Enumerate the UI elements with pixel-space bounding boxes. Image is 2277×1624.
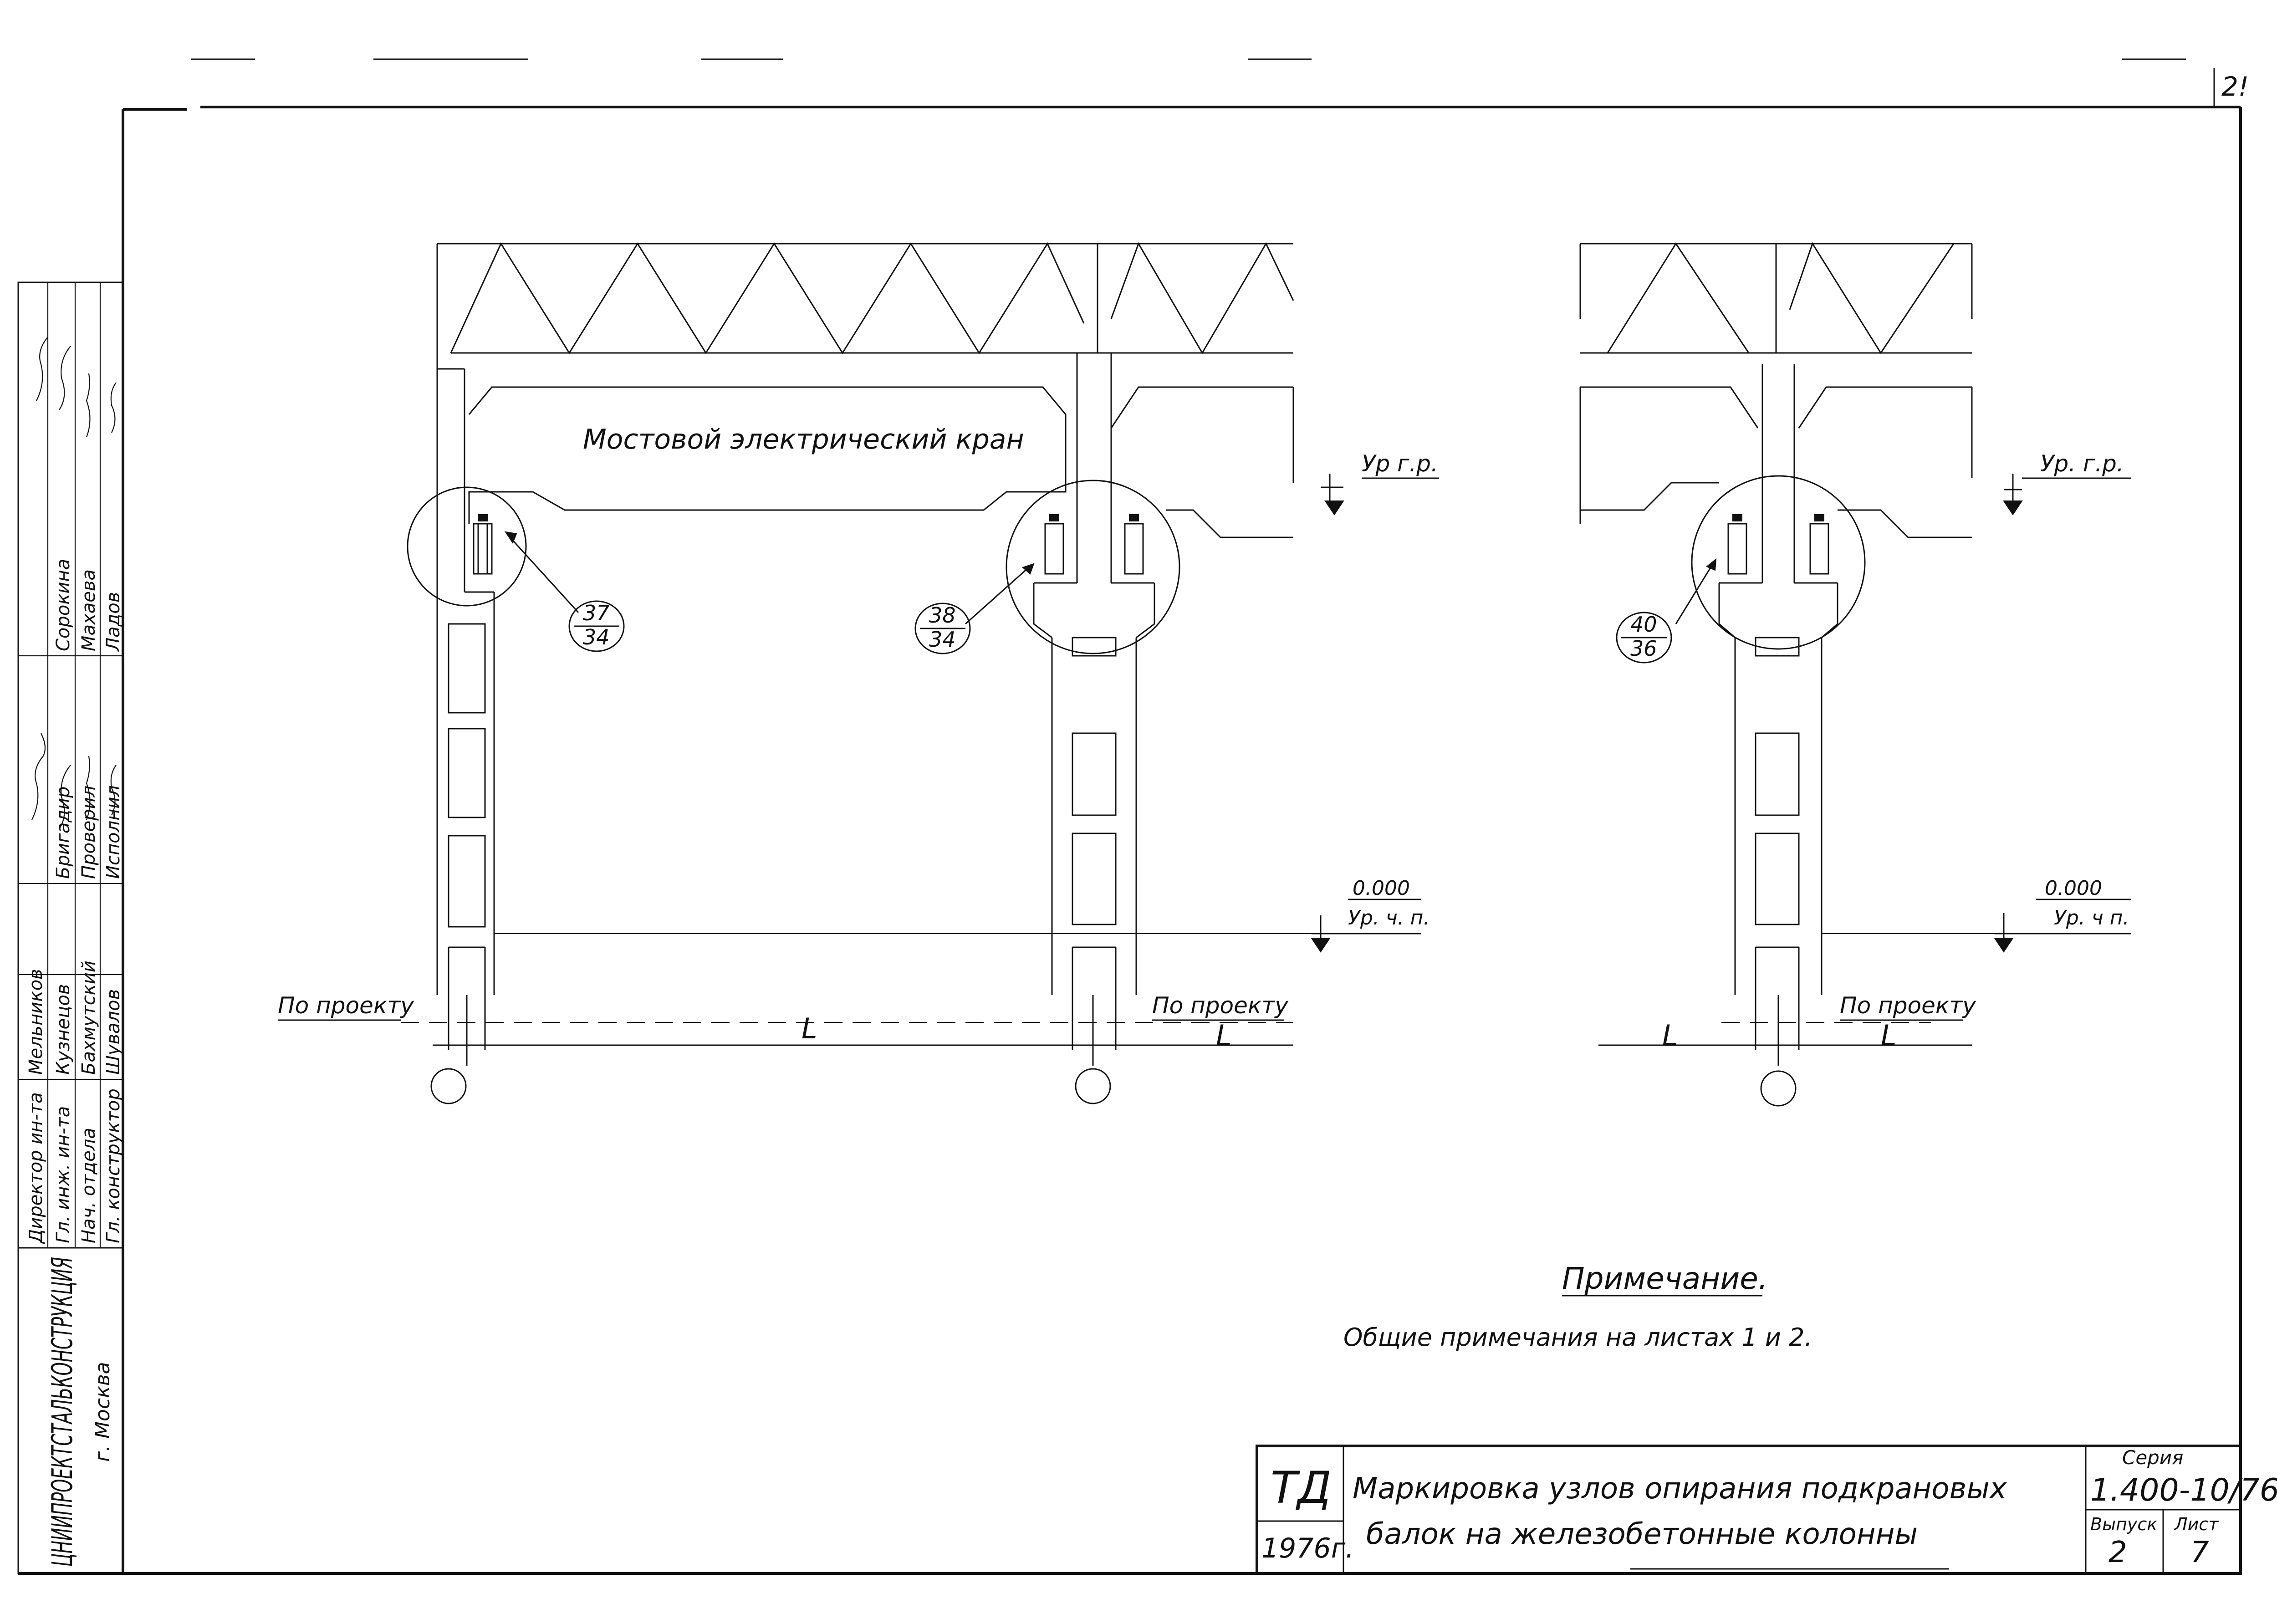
column-left: [407, 368, 527, 995]
span-dimension-left: По проекту L По проекту L: [278, 992, 1293, 1104]
note-text: Общие примечания на листах 1 и 2.: [1343, 1323, 1812, 1352]
span-label-mid: L: [1216, 1019, 1232, 1052]
node-ref-37-34: 37 34: [504, 531, 625, 652]
stamp-name-2: Кузнецов: [53, 984, 74, 1075]
title-code: ТД: [1271, 1462, 1332, 1513]
series-label: Серия: [2122, 1446, 2183, 1469]
by-project-left: По проекту: [278, 992, 414, 1019]
stamp-checker-role-3: Бригадир: [53, 786, 74, 879]
floor-level-label-right: Ур. ч п.: [2054, 906, 2129, 929]
rail-level-mark-left: Ур г.р.: [1321, 450, 1439, 516]
node-ref-2-bottom: 34: [929, 627, 956, 652]
floor-level-mark-right: 0.000 Ур. ч п.: [1822, 877, 2131, 953]
crane-right: [1579, 386, 1973, 538]
column-right: [1691, 364, 1866, 995]
stamp-checker-role-2: Проверил: [78, 786, 99, 879]
stamp-role-1: Директор ин-та: [26, 1092, 46, 1244]
sheet-value: 7: [2190, 1536, 2209, 1569]
frame-diagram-right: Ур. г.р. 0.000 Ур. ч п. По проекту L L: [1579, 242, 2131, 1107]
stamp-checker-role-1: Исполнил: [103, 785, 124, 879]
issue-label: Выпуск: [2090, 1514, 2157, 1534]
crane-label: Мостовой электрический кран: [583, 424, 1024, 455]
by-project-mid: По проекту: [1152, 992, 1289, 1019]
zero-mark-left: 0.000: [1353, 877, 1410, 900]
node-ref-40-36: 40 36: [1616, 558, 1717, 664]
span-dimension-right: По проекту L L: [1598, 992, 1976, 1107]
span-label-right-a: L: [1662, 1019, 1678, 1052]
node-ref-1-bottom: 34: [583, 625, 610, 649]
node-ref-38-34: 38 34: [914, 563, 1035, 654]
note-title: Примечание.: [1562, 1261, 1768, 1296]
title-line-1: Маркировка узлов опирания подкрановых: [1353, 1472, 2007, 1506]
node-ref-3-bottom: 36: [1630, 636, 1657, 661]
sheet-corner-number: 2!: [2213, 68, 2249, 107]
floor-level-label-left: Ур. ч. п.: [1348, 906, 1430, 929]
rail-level-label-left: Ур г.р.: [1362, 450, 1438, 477]
issue-value: 2: [2109, 1536, 2127, 1569]
stamp-checker-name-1: Ладов: [103, 592, 124, 652]
stamp-name-3: Бахмутский: [78, 960, 99, 1075]
column-middle: [1006, 353, 1180, 995]
roof-truss-left: [436, 242, 1294, 995]
note-block: Примечание. Общие примечания на листах 1…: [1343, 1261, 1812, 1352]
stamp-city: г. Москва: [91, 1362, 114, 1462]
stamp-checker-name-3: Сорокина: [53, 559, 74, 651]
span-label-right-b: L: [1881, 1019, 1897, 1052]
span-label-left: L: [802, 1012, 817, 1045]
sheet-frame: [18, 106, 2242, 1575]
node-ref-1-top: 37: [583, 601, 610, 625]
corner-number: 2!: [2221, 71, 2249, 102]
roof-truss-right: [1579, 242, 1973, 354]
floor-level-mark-left: 0.000 Ур. ч. п.: [494, 877, 1430, 953]
node-ref-3-top: 40: [1630, 612, 1657, 637]
rail-level-mark-right: Ур. г.р.: [2003, 450, 2131, 516]
series-value: 1.400-10/76: [2090, 1472, 2277, 1508]
stamp-role-2: Гл. инж. ин-та: [53, 1106, 74, 1243]
sheet-label: Лист: [2174, 1514, 2219, 1534]
frame-diagram-left: Мостовой электрический кран Ур г.р. 0.00…: [278, 242, 1439, 1104]
stamp-name-1: Мельников: [26, 969, 46, 1075]
stamp-organization: ЦНИИПРОЕКТСТАЛЬКОНСТРУКЦИЯ: [46, 1257, 79, 1567]
title-line-2: балок на железобетонные колонны: [1366, 1517, 1918, 1551]
stamp-role-3: Нач. отдела: [78, 1128, 99, 1243]
rail-level-label-right: Ур. г.р.: [2040, 450, 2124, 477]
node-ref-2-top: 38: [929, 603, 956, 628]
signature-scribbles: [31, 337, 117, 829]
zero-mark-right: 0.000: [2045, 877, 2102, 900]
stamp-role-4: Гл. конструктор: [103, 1088, 124, 1243]
title-year: 1976г.: [1261, 1532, 1354, 1564]
title-block: ТД 1976г. Маркировка узлов опирания подк…: [1256, 1445, 2277, 1575]
stamp-name-4: Шувалов: [103, 989, 124, 1075]
side-stamp: Директор ин-та Гл. инж. ин-та Нач. отдел…: [17, 281, 124, 1574]
by-project-right: По проекту: [1840, 992, 1976, 1019]
stamp-checker-name-2: Махаева: [78, 569, 99, 651]
crane-bridge: Мостовой электрический кран: [468, 386, 1294, 538]
